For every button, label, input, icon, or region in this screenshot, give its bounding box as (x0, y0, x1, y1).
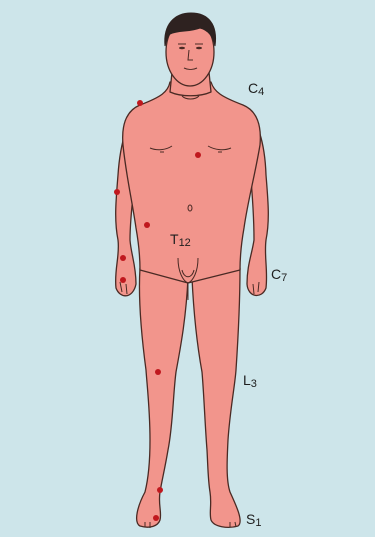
label-s1: S1 (246, 512, 261, 528)
left-leg (192, 268, 240, 527)
label-c7: C7 (271, 267, 287, 283)
point-toe (153, 515, 159, 521)
point-hand (120, 277, 126, 283)
point-forearm (144, 222, 150, 228)
label-c4: C4 (248, 81, 264, 97)
point-upper-arm (114, 189, 120, 195)
point-c4-shoulder (137, 100, 143, 106)
point-thigh (155, 369, 161, 375)
body-silhouette (116, 18, 269, 527)
label-t12: T12 (170, 232, 191, 248)
point-ankle (157, 487, 163, 493)
point-chest (195, 152, 201, 158)
torso (123, 82, 261, 283)
label-l3: L3 (243, 373, 257, 389)
point-wrist (120, 255, 126, 261)
